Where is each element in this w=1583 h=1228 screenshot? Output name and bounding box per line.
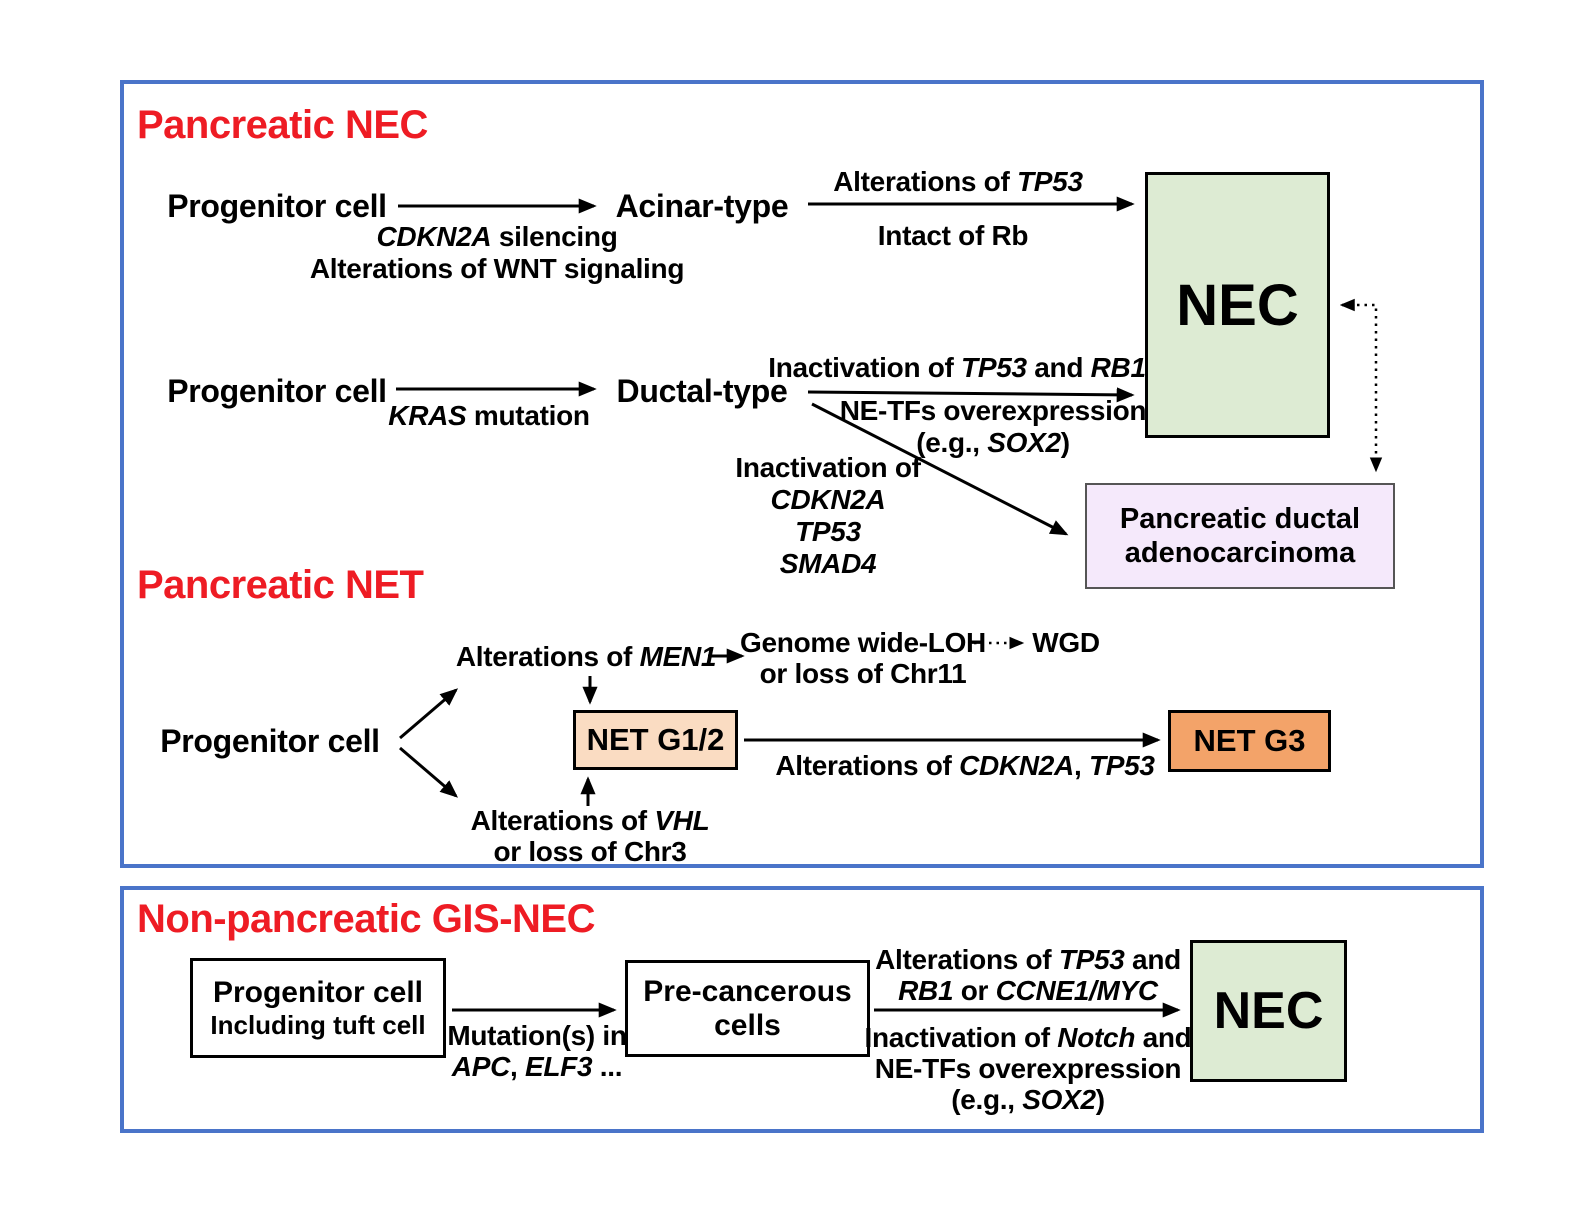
mutation-text: mutation	[466, 400, 590, 431]
inactivation-tp53-rb1-label: Inactivation of TP53 and RB1	[768, 352, 1146, 383]
and-text: and	[1026, 352, 1091, 383]
progenitor-cell-text: Progenitor cell	[167, 373, 387, 409]
alterations-cdkn2a-tp53-label: Alterations of CDKN2A, TP53	[775, 750, 1155, 781]
eg-prefix: (e.g.,	[951, 1084, 1023, 1115]
genome-loh-label: Genome wide-LOH or loss of Chr11	[740, 627, 986, 689]
alterations-prefix: Alterations of	[833, 166, 1018, 197]
gis-inactivation-line1: Inactivation of Notch and	[865, 1022, 1192, 1053]
inactivation-prefix: Inactivation of	[864, 1022, 1058, 1053]
gene-tp53: TP53	[1017, 166, 1083, 197]
gis-panel-border	[120, 886, 1484, 1133]
eg-suffix: )	[1095, 1084, 1105, 1115]
pdac-path-label: Inactivation of CDKN2A TP53 SMAD4	[735, 452, 921, 580]
gene-men1: MEN1	[639, 641, 717, 672]
gene-vhl: VHL	[654, 805, 710, 836]
gis-eg-sox2-line: (e.g., SOX2)	[865, 1084, 1192, 1115]
mutations-line2: APC, ELF3 ...	[447, 1051, 626, 1082]
net-g3-box: NET G3	[1168, 710, 1331, 772]
and-text: and	[1124, 944, 1181, 975]
nec-box-gis: NEC	[1190, 940, 1347, 1082]
alterations-vhl-label: Alterations of VHL or loss of Chr3	[471, 805, 710, 867]
pdac-path-line1: Inactivation of	[735, 452, 921, 483]
nec-row2-progenitor-label: Progenitor cell	[167, 374, 387, 409]
gene-rb1: RB1	[1090, 352, 1146, 383]
dots-text: ...	[592, 1051, 623, 1082]
comma-text: ,	[1073, 750, 1089, 781]
nec-box-gis-label: NEC	[1213, 982, 1324, 1040]
gene-sox2: SOX2	[987, 427, 1061, 458]
eg-prefix: (e.g.,	[916, 427, 988, 458]
mutations-line1: Mutation(s) in	[447, 1020, 627, 1051]
alterations-prefix: Alterations of	[775, 750, 960, 781]
gis-progenitor-box: Progenitor cell Including tuft cell	[190, 958, 446, 1058]
pdac-box-line2: adenocarcinoma	[1124, 537, 1356, 569]
gis-alterations-label: Alterations of TP53 and RB1 or CCNE1/MYC	[875, 944, 1181, 1006]
alterations-prefix: Alterations of	[875, 944, 1059, 975]
intact-rb-label: Intact of Rb	[877, 220, 1029, 251]
netfs-overexpression-label: NE-TFs overexpression	[839, 395, 1147, 426]
precancerous-line2: cells	[714, 1008, 781, 1042]
and-text: and	[1135, 1022, 1192, 1053]
gis-alterations-line2: RB1 or CCNE1/MYC	[875, 975, 1181, 1006]
gene-tp53: TP53	[1058, 944, 1125, 975]
gene-cdkn2a: CDKN2A	[376, 221, 492, 252]
vhl-line2: or loss of Chr3	[493, 836, 687, 867]
gene-tp53: TP53	[961, 352, 1027, 383]
pancreatic-net-title: Pancreatic NET	[137, 563, 424, 607]
gis-progenitor-line1: Progenitor cell	[212, 975, 424, 1009]
eg-sox2-label: (e.g., SOX2)	[916, 427, 1070, 458]
gene-kras: KRAS	[388, 400, 467, 431]
nec-row1-progenitor-label: Progenitor cell	[167, 189, 387, 224]
gis-nec-title: Non-pancreatic GIS-NEC	[137, 897, 595, 941]
wgd-label: WGD	[1032, 627, 1100, 658]
gene-elf3: ELF3	[524, 1051, 593, 1082]
vhl-line1: Alterations of VHL	[471, 805, 710, 836]
net-g12-box: NET G1/2	[573, 710, 738, 770]
alterations-tp53-label: Alterations of TP53	[833, 166, 1083, 197]
gis-progenitor-line2: Including tuft cell	[210, 1009, 426, 1040]
or-text: or	[953, 975, 996, 1006]
wnt-signaling-label: Alterations of WNT signaling	[309, 253, 685, 284]
gene-tp53: TP53	[795, 516, 861, 547]
pdac-box-line1: Pancreatic ductal	[1119, 503, 1361, 535]
nec-box-pancreatic: NEC	[1145, 172, 1330, 438]
comma-text: ,	[510, 1051, 525, 1082]
precancerous-box: Pre-cancerous cells	[625, 960, 870, 1057]
mutations-label: Mutation(s) in APC, ELF3 ...	[447, 1020, 627, 1082]
gene-notch: Notch	[1057, 1022, 1136, 1053]
gis-netfs-line: NE-TFs overexpression	[874, 1053, 1182, 1084]
gene-cdkn2a: CDKN2A	[959, 750, 1074, 781]
gene-ccne1-myc: CCNE1/MYC	[995, 975, 1159, 1006]
genome-loh-line1: Genome wide-LOH	[740, 627, 986, 658]
net-g3-label: NET G3	[1193, 723, 1306, 758]
inactivation-prefix: Inactivation of	[768, 352, 962, 383]
gene-cdkn2a: CDKN2A	[770, 484, 886, 515]
pancreatic-panel-border	[120, 80, 1484, 868]
cdkn2a-silencing-label: CDKN2A silencing	[376, 221, 617, 252]
silencing-text: silencing	[491, 221, 618, 252]
acinar-type-label: Acinar-type	[615, 188, 789, 224]
gene-rb1: RB1	[898, 975, 954, 1006]
eg-suffix: )	[1060, 427, 1070, 458]
nec-box-pancreatic-label: NEC	[1176, 272, 1299, 338]
gene-tp53: TP53	[1088, 750, 1155, 781]
alterations-men1-label: Alterations of MEN1	[455, 641, 717, 672]
gene-apc: APC	[451, 1051, 511, 1082]
net-progenitor-label: Progenitor cell	[160, 723, 380, 759]
pdac-box: Pancreatic ductal adenocarcinoma	[1085, 483, 1395, 589]
progenitor-cell-text: Progenitor cell	[167, 188, 387, 224]
alterations-prefix: Alterations of	[470, 805, 655, 836]
pancreatic-nec-title: Pancreatic NEC	[137, 103, 428, 147]
ductal-type-label: Ductal-type	[616, 373, 788, 409]
alterations-prefix: Alterations of	[455, 641, 640, 672]
net-g12-label: NET G1/2	[586, 722, 725, 757]
precancerous-line1: Pre-cancerous	[643, 974, 852, 1008]
genome-loh-line2: or loss of Chr11	[759, 658, 967, 689]
gis-alterations-line1: Alterations of TP53 and	[875, 944, 1181, 975]
kras-mutation-label: KRAS mutation	[388, 400, 590, 431]
gene-sox2: SOX2	[1022, 1084, 1096, 1115]
gene-smad4: SMAD4	[779, 548, 877, 579]
gis-inactivation-label: Inactivation of Notch and NE-TFs overexp…	[865, 1022, 1192, 1115]
